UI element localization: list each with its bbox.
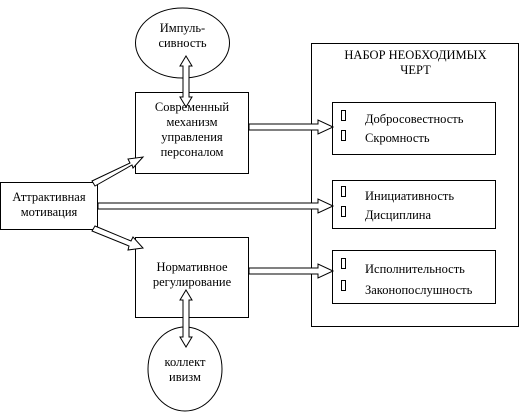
arrow-regulation-traits-3 <box>248 263 335 279</box>
trait-item: Инициативность <box>365 189 455 203</box>
impulsivity-label: Импуль- сивность <box>140 21 225 51</box>
attractive-motivation-label: Аттрактивная мотивация <box>1 190 97 220</box>
modern-mechanism-label: Современный механизм управления персонал… <box>136 100 248 160</box>
collectivism-line-1: коллект <box>164 355 206 369</box>
bullet-icon <box>341 186 346 197</box>
arrow-regulation-collectivism <box>179 289 193 348</box>
traits-panel-title: НАБОР НЕОБХОДИМЫХ ЧЕРТ <box>318 48 513 78</box>
modern-mechanism-line-2: механизм <box>166 115 218 129</box>
trait-group-box-2 <box>332 180 496 229</box>
attractive-motivation-line-1: Аттрактивная <box>12 190 86 204</box>
arrow-motivation-traits-2 <box>97 198 335 214</box>
normative-regulation-line-2: регулирование <box>152 275 232 289</box>
trait-group-box-3 <box>332 250 496 304</box>
trait-item: Дисциплина <box>365 208 431 222</box>
traits-panel-title-line-1: НАБОР НЕОБХОДИМЫХ <box>344 48 487 62</box>
modern-mechanism-line-1: Современный <box>154 100 230 114</box>
arrow-impulsivity-mechanism <box>179 55 193 108</box>
trait-item: Добросовестность <box>365 112 464 126</box>
normative-regulation-box <box>135 237 249 318</box>
normative-regulation-line-1: Нормативное <box>156 260 228 274</box>
traits-panel-title-line-2: ЧЕРТ <box>400 63 431 77</box>
attractive-motivation-line-2: мотивация <box>20 205 78 219</box>
trait-item: Скромность <box>365 131 430 145</box>
modern-mechanism-line-3: управления <box>161 130 223 144</box>
trait-item: Исполнительность <box>365 262 465 276</box>
impulsivity-line-1: Импуль- <box>159 21 206 35</box>
bullet-icon <box>341 206 346 217</box>
trait-item: Законопослушность <box>365 283 473 297</box>
impulsivity-line-2: сивность <box>158 36 207 50</box>
modern-mechanism-line-4: персоналом <box>160 145 224 159</box>
modern-mechanism-box <box>135 92 249 174</box>
collectivism-label: коллект ивизм <box>150 355 220 385</box>
collectivism-line-2: ивизм <box>169 370 201 384</box>
arrow-motivation-mechanism <box>91 156 145 187</box>
bullet-icon <box>341 130 346 141</box>
bullet-icon <box>341 280 346 291</box>
normative-regulation-label: Нормативное регулирование <box>136 260 248 290</box>
arrow-motivation-regulation <box>91 225 145 251</box>
arrow-mechanism-traits-1 <box>248 119 335 135</box>
attractive-motivation-box <box>0 182 98 230</box>
bullet-icon <box>341 110 346 121</box>
bullet-icon <box>341 258 346 269</box>
trait-group-box-1 <box>332 102 496 155</box>
